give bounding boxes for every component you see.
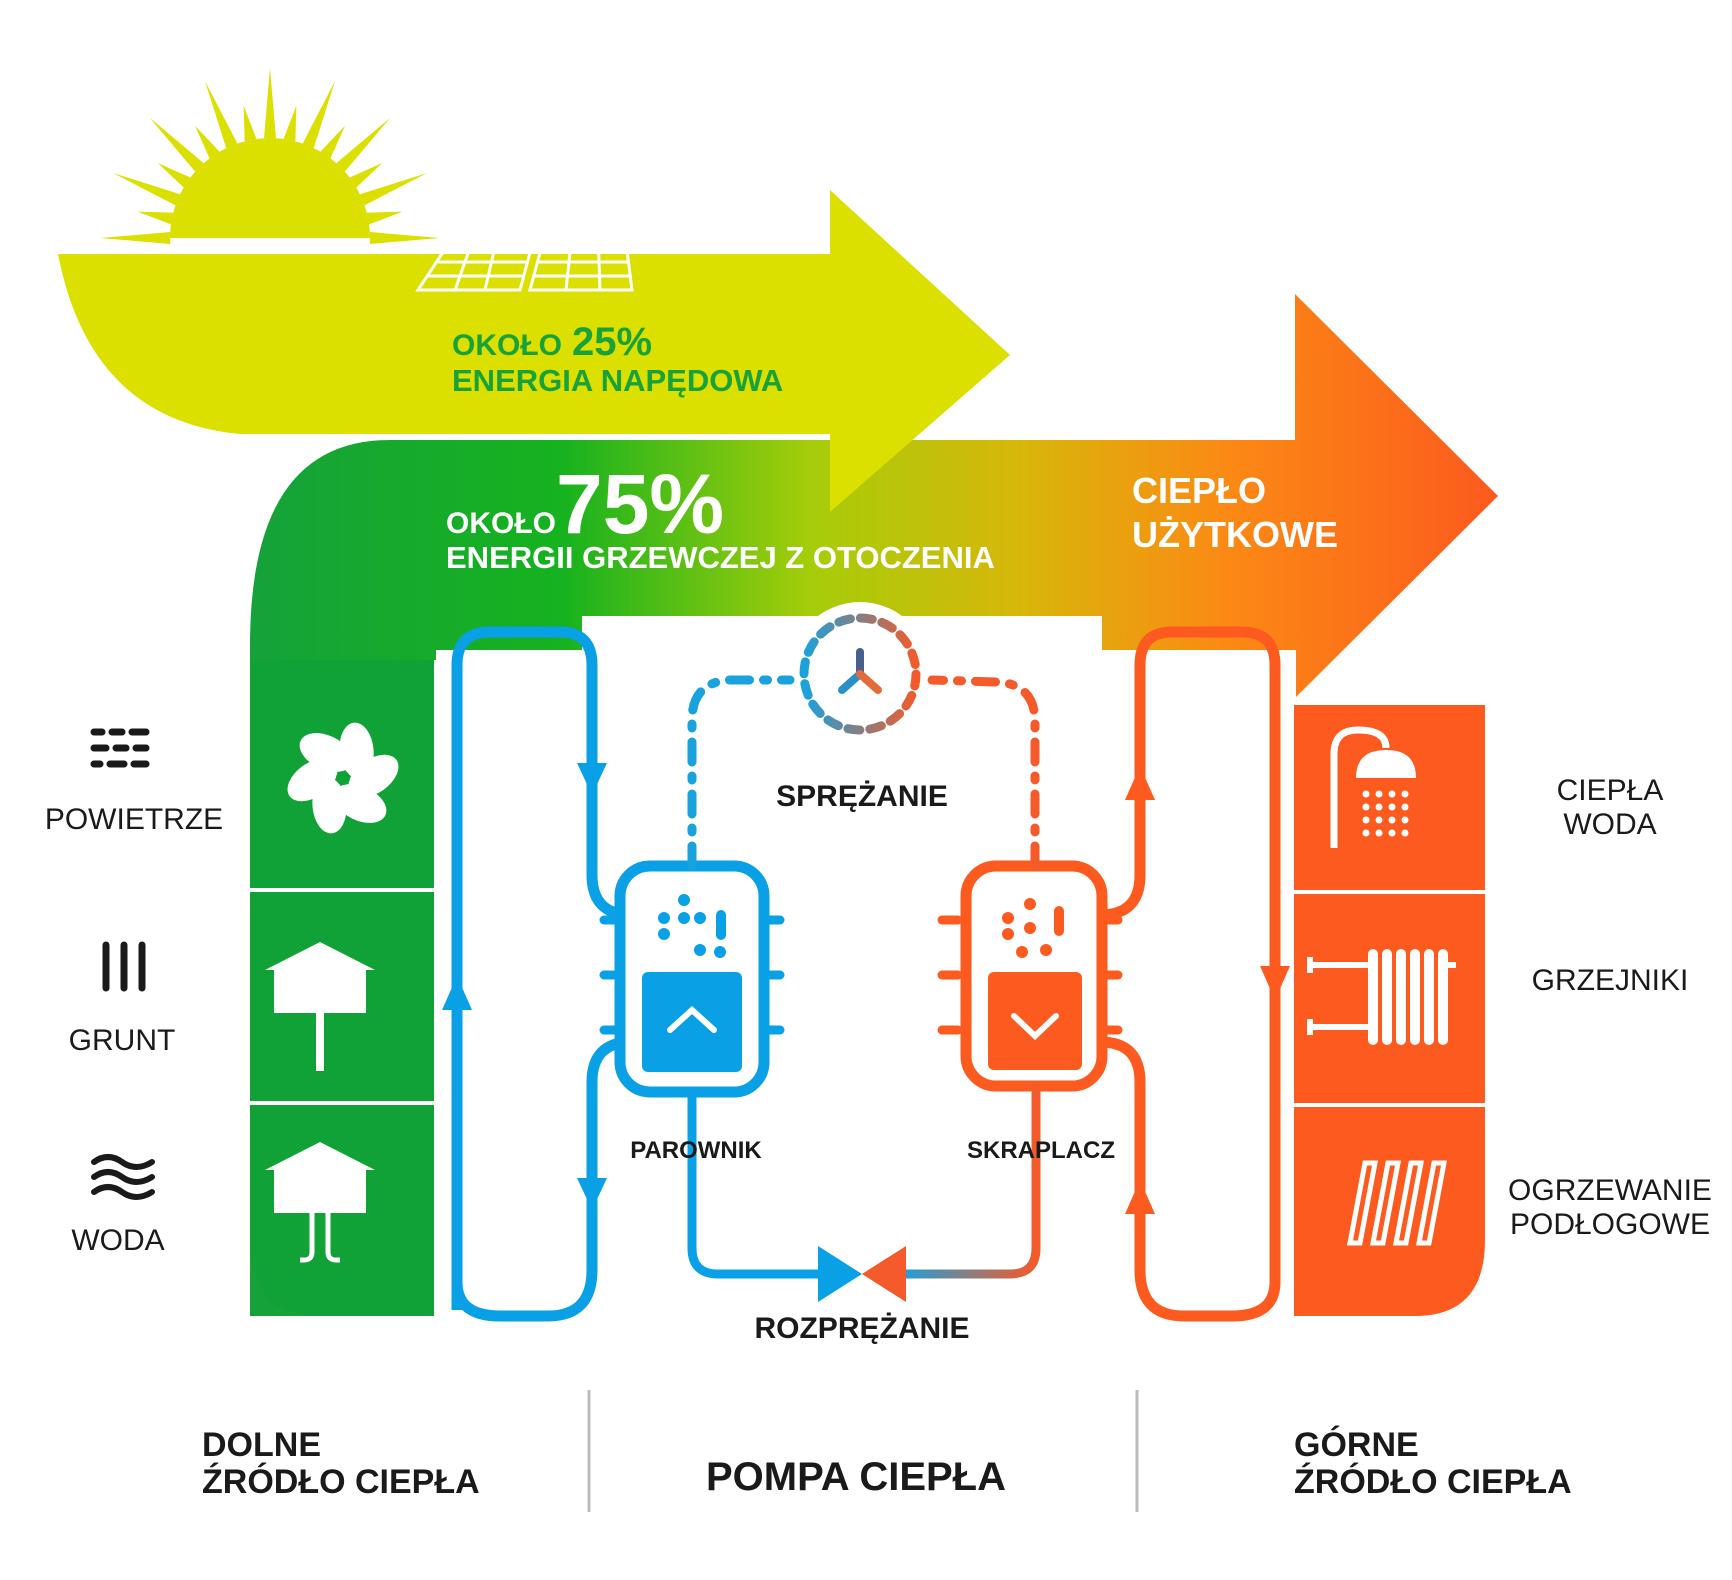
- wind-turbine-icon: [498, 148, 690, 254]
- flow-arrow-down: [577, 1178, 607, 1210]
- ambient-energy-prefix: OKOŁO: [446, 507, 556, 540]
- flow-arrow-up: [442, 976, 472, 1010]
- refrigerant-line-liquid: [687, 1092, 822, 1279]
- hot-water-label-line2: WODA: [1563, 808, 1656, 841]
- fan-icon: [287, 722, 399, 834]
- flow-arrow-down: [577, 763, 607, 795]
- useful-heat-line2: UŻYTKOWE: [1132, 514, 1338, 555]
- condenser-loop: [1099, 626, 1281, 1322]
- compressor-ring: [799, 613, 921, 735]
- ambient-energy-percent: 75%: [556, 457, 724, 551]
- upper-source-title-line2: ŹRÓDŁO CIEPŁA: [1294, 1463, 1572, 1501]
- evaporator-unit: [599, 860, 785, 1098]
- refrigerant-line-suction: [687, 675, 795, 871]
- ground-symbol-icon: [102, 941, 146, 992]
- expansion-valve-left: [818, 1246, 862, 1302]
- heat-pump-area: [436, 650, 1296, 1350]
- upper-source-title-line1: GÓRNE: [1294, 1426, 1419, 1464]
- water-source-label: WODA: [71, 1224, 164, 1257]
- expansion-valve-right: [862, 1246, 906, 1302]
- flow-arrow-up: [1125, 1180, 1155, 1214]
- useful-heat-line1: CIEPŁO: [1132, 470, 1266, 511]
- floor-heating-icon: [1346, 1160, 1448, 1246]
- ambient-energy-caption: ENERGII GRZEWCZEJ Z OTOCZENIA: [446, 540, 995, 575]
- lower-source-title-line2: ŹRÓDŁO CIEPŁA: [202, 1463, 480, 1501]
- sun-icon: [100, 68, 440, 244]
- radiator-icon: [1307, 949, 1456, 1045]
- ground-source-label: GRUNT: [69, 1024, 176, 1057]
- hot-water-label-line1: CIEPŁA: [1557, 774, 1664, 807]
- floor-heating-label-line2: PODŁOGOWE: [1510, 1208, 1710, 1241]
- driving-energy-percent: 25%: [572, 320, 652, 364]
- compression-label: SPRĘŻANIE: [776, 780, 948, 813]
- air-symbol-icon: [90, 728, 150, 768]
- driving-energy-prefix: OKOŁO: [452, 329, 562, 362]
- flow-arrow-down: [1260, 966, 1290, 1000]
- expansion-label: ROZPRĘŻANIE: [754, 1312, 969, 1345]
- shower-icon: [1330, 726, 1416, 848]
- flow-arrow-up: [1125, 766, 1155, 800]
- air-source-label: POWIETRZE: [45, 803, 223, 836]
- refrigerant-line-return: [898, 1086, 1041, 1279]
- evaporator-loop: [451, 626, 633, 1322]
- refrigerant-line-discharge: [927, 675, 1040, 871]
- ground-collector-icon: [265, 942, 375, 1071]
- compressor-icon: [838, 648, 882, 694]
- driving-energy-caption: ENERGIA NAPĘDOWA: [452, 363, 783, 398]
- floor-heating-label-line1: OGRZEWANIE: [1508, 1174, 1712, 1207]
- condenser-unit: [937, 860, 1123, 1092]
- evaporator-label: PAROWNIK: [630, 1137, 762, 1164]
- water-symbol-icon: [91, 1154, 155, 1200]
- heat-pump-title: POMPA CIEPŁA: [706, 1455, 1006, 1499]
- lower-source-title-line1: DOLNE: [202, 1426, 321, 1464]
- solar-panel-icon: [415, 232, 634, 292]
- condenser-label: SKRAPLACZ: [967, 1137, 1115, 1164]
- power-pylon-icon: [738, 174, 792, 254]
- radiators-label: GRZEJNIKI: [1532, 964, 1689, 997]
- driving-energy-arrow: [58, 190, 1010, 512]
- water-well-icon: [265, 1142, 375, 1263]
